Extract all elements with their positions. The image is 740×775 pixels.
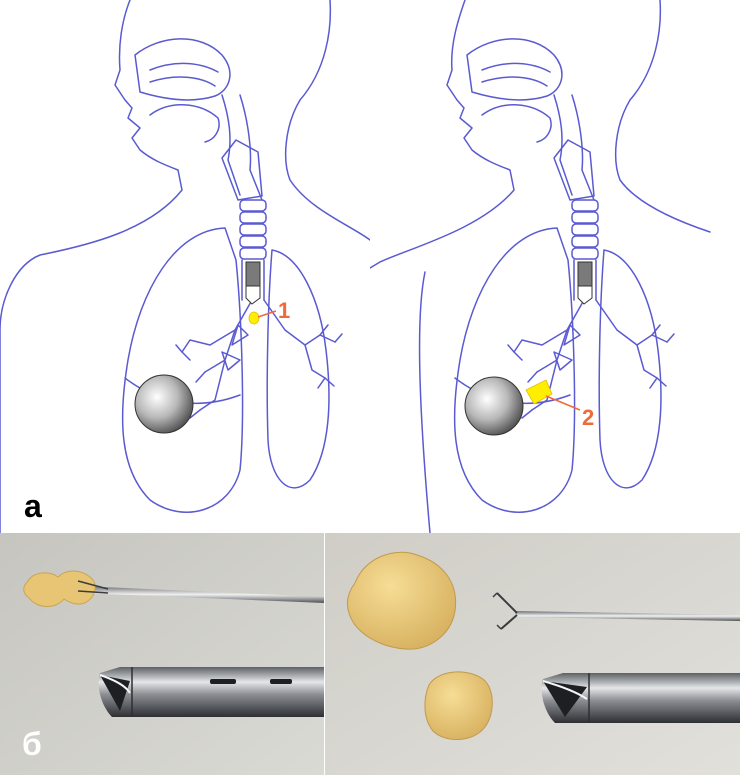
- lung-right: [121, 227, 244, 513]
- bronchoscope-tube: [98, 667, 325, 717]
- larynx: [553, 139, 595, 201]
- neck-back: [284, 0, 370, 241]
- bronchoscope: [577, 261, 593, 305]
- sponge-large: [346, 551, 457, 650]
- diagram-right: 2: [370, 0, 711, 533]
- larynx: [221, 139, 263, 201]
- marker-2: 2: [582, 405, 594, 430]
- bronchoscope-tube: [541, 673, 740, 723]
- bronchoscope: [245, 261, 261, 305]
- pharynx: [221, 94, 263, 201]
- tongue: [149, 104, 220, 143]
- tongue: [481, 104, 552, 143]
- lung-left: [266, 249, 330, 489]
- sponge-small: [424, 671, 493, 741]
- metal-ball: [464, 376, 524, 436]
- neck-back: [614, 0, 711, 233]
- nasal-cavity: [134, 38, 231, 101]
- forceps-rod: [80, 586, 325, 603]
- trachea: [571, 199, 599, 301]
- body-silhouette: [370, 0, 515, 269]
- leader-line-1: [257, 310, 277, 318]
- pharynx: [553, 94, 595, 201]
- photo-left: [0, 533, 325, 775]
- panel-label-a: а: [24, 488, 42, 524]
- marker-1: 1: [278, 298, 290, 323]
- forceps-open: [492, 592, 740, 630]
- trachea: [239, 199, 267, 301]
- photo-right: [325, 533, 740, 775]
- diagram-left: 1: [0, 0, 370, 533]
- sponge-fragment: [23, 570, 96, 607]
- metal-ball: [134, 374, 194, 434]
- leader-line-2: [545, 395, 581, 411]
- body-silhouette: [0, 0, 183, 533]
- nasal-cavity: [466, 38, 563, 101]
- lung-right: [453, 227, 576, 513]
- lung-left: [598, 249, 662, 489]
- foreign-body-2: [525, 379, 553, 405]
- foreign-body-1: [248, 311, 260, 325]
- panel-divider-vertical: [324, 533, 325, 775]
- panel-label-b: б: [22, 726, 42, 762]
